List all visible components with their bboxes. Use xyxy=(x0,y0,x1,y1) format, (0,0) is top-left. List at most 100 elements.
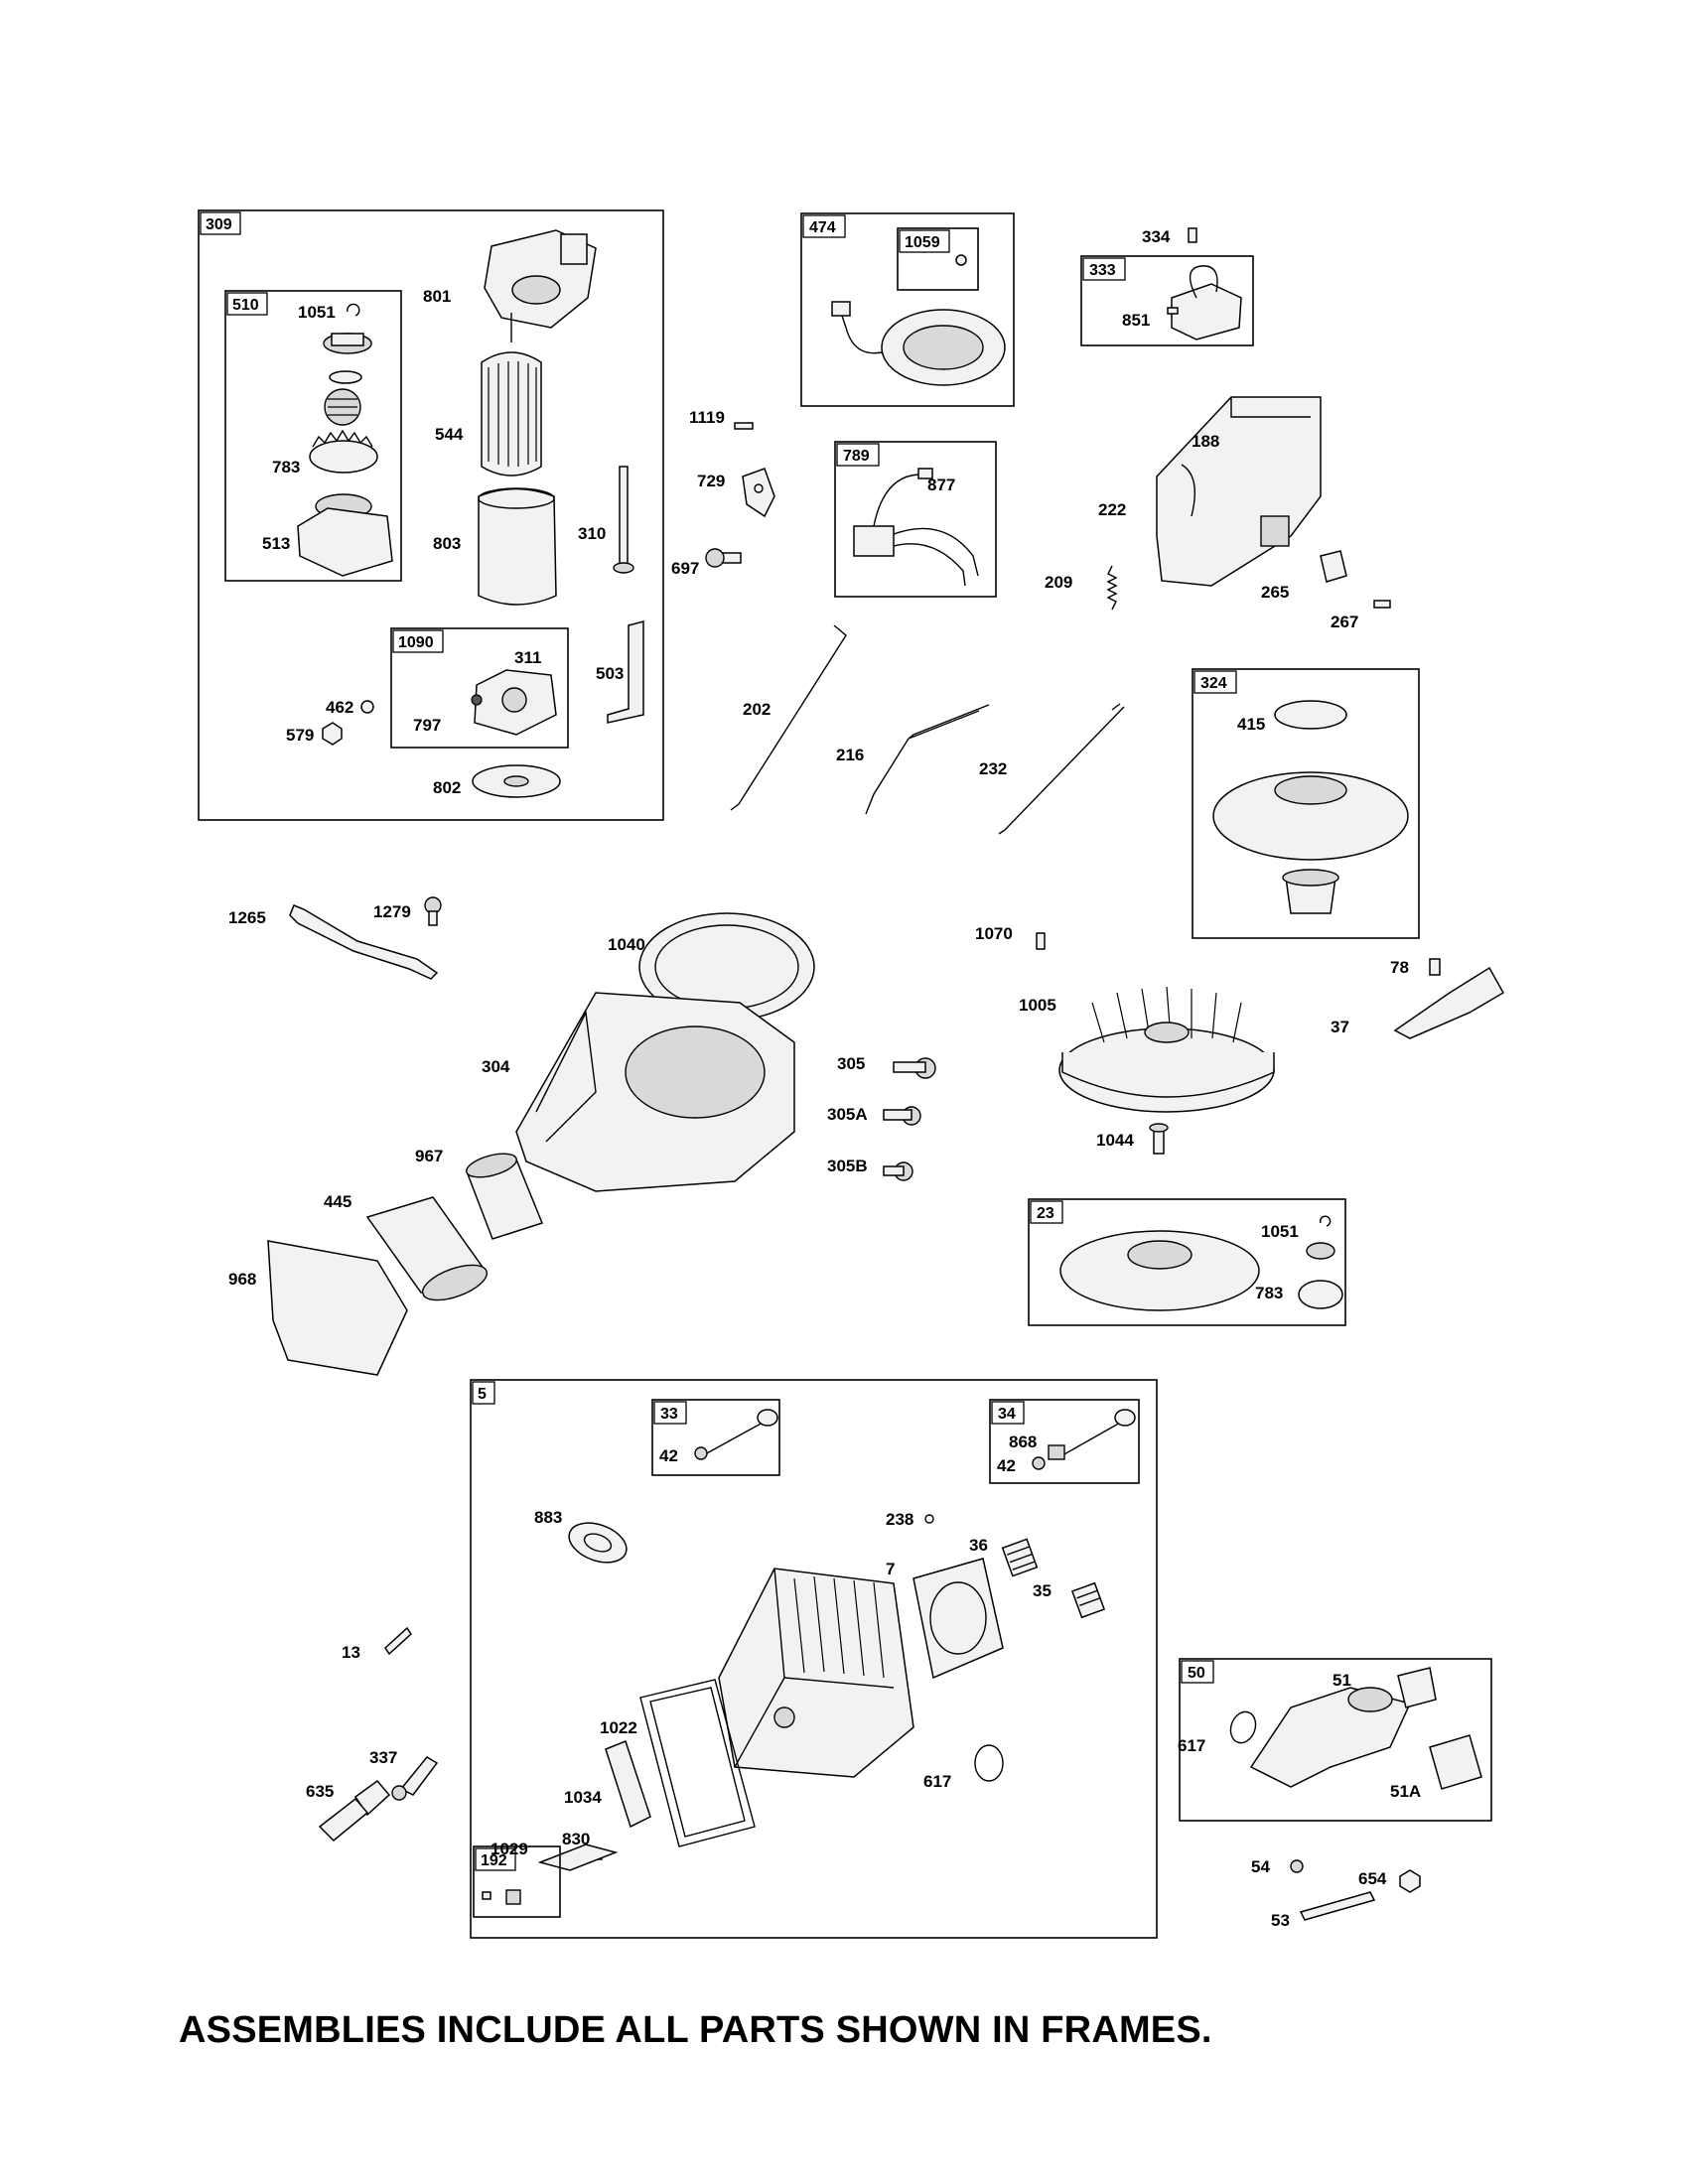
part-label-13: 13 xyxy=(342,1643,360,1662)
nut-579 xyxy=(322,722,343,746)
part-label-803: 803 xyxy=(433,534,461,553)
part-label-305B: 305B xyxy=(827,1157,868,1175)
governor-link-202 xyxy=(730,624,847,811)
part-label-334: 334 xyxy=(1142,227,1171,246)
frame-label-324: 324 xyxy=(1200,675,1227,692)
control-bracket xyxy=(1156,396,1322,587)
screw-1070 xyxy=(1036,932,1046,950)
screw-267 xyxy=(1373,600,1391,609)
breather-1034 xyxy=(605,1740,651,1829)
part-label-232: 232 xyxy=(979,759,1007,778)
part-label-1044: 1044 xyxy=(1096,1131,1134,1150)
bracket-729 xyxy=(742,468,775,518)
part-label-1279: 1279 xyxy=(373,902,411,921)
assemblies-note: ASSEMBLIES INCLUDE ALL PARTS SHOWN IN FR… xyxy=(179,2009,1212,2051)
part-label-188: 188 xyxy=(1192,432,1219,451)
frame-label-23: 23 xyxy=(1037,1205,1054,1222)
frame-label-1090: 1090 xyxy=(398,634,434,651)
cylinder-head xyxy=(718,1568,914,1778)
part-label-1070: 1070 xyxy=(975,924,1013,943)
part-label-967: 967 xyxy=(415,1147,443,1165)
part-label-337: 337 xyxy=(369,1748,397,1767)
frame-309: 309 xyxy=(198,209,664,821)
blower-housing-304 xyxy=(515,992,795,1192)
shield-37 xyxy=(1393,966,1505,1039)
bolt-1044 xyxy=(1149,1123,1169,1155)
part-label-830: 830 xyxy=(562,1830,590,1848)
frame-1090: 1090 xyxy=(390,627,569,749)
part-label-1029: 1029 xyxy=(491,1840,528,1858)
filter-housing-968 xyxy=(267,1240,408,1376)
frame-label-333: 333 xyxy=(1089,262,1116,279)
flywheel-1005 xyxy=(1058,986,1275,1113)
part-label-305A: 305A xyxy=(827,1105,868,1124)
screw-78 xyxy=(1429,958,1441,976)
armature-544 xyxy=(481,313,542,477)
part-label-1051: 1051 xyxy=(298,303,336,322)
pre-cleaner-967 xyxy=(465,1153,543,1240)
part-label-216: 216 xyxy=(836,746,864,764)
part-label-868: 868 xyxy=(1009,1433,1037,1451)
spring-209 xyxy=(1106,565,1118,611)
part-label-503: 503 xyxy=(596,664,624,683)
frame-33: 33 xyxy=(651,1399,780,1476)
starter-end-cap-801 xyxy=(484,229,597,329)
part-label-7: 7 xyxy=(886,1560,895,1578)
frame-333: 333 xyxy=(1080,255,1254,346)
frame-label-192: 192 xyxy=(481,1852,507,1869)
frame-34: 34 xyxy=(989,1399,1140,1484)
frame-23: 23 xyxy=(1028,1198,1346,1326)
part-label-617-manifold: 617 xyxy=(1178,1736,1205,1755)
bracket-1265 xyxy=(289,904,439,980)
part-label-42-intake: 42 xyxy=(659,1446,678,1465)
part-label-544: 544 xyxy=(435,425,464,444)
frame-label-33: 33 xyxy=(660,1406,678,1423)
frame-50: 50 xyxy=(1179,1658,1492,1822)
part-label-202: 202 xyxy=(743,700,771,719)
alternator-stator xyxy=(831,301,1006,386)
part-label-51: 51 xyxy=(1333,1671,1351,1690)
part-label-1022: 1022 xyxy=(600,1718,637,1737)
frame-324: 324 xyxy=(1192,668,1420,939)
part-label-42-exhaust: 42 xyxy=(997,1456,1016,1475)
part-label-802: 802 xyxy=(433,778,461,797)
frame-474: 474 1059 xyxy=(800,212,1015,407)
part-label-797: 797 xyxy=(413,716,441,735)
part-label-1005: 1005 xyxy=(1019,996,1056,1015)
screw-54 xyxy=(1290,1859,1304,1873)
end-cap-802 xyxy=(472,764,561,798)
part-label-1051-flywheel: 1051 xyxy=(1261,1222,1299,1241)
stud-53 xyxy=(1299,1891,1376,1921)
gasket-883 xyxy=(568,1522,628,1564)
screw-305 xyxy=(893,1057,936,1079)
part-label-267: 267 xyxy=(1331,613,1358,631)
part-334-screw xyxy=(1188,227,1197,243)
screw-305A xyxy=(883,1106,921,1126)
frame-510: 510 xyxy=(224,290,402,582)
pin-238 xyxy=(924,1514,934,1524)
part-label-78: 78 xyxy=(1390,958,1409,977)
air-filter-445 xyxy=(365,1196,489,1301)
bracket-503 xyxy=(607,620,644,724)
part-label-415: 415 xyxy=(1237,715,1265,734)
part-label-304: 304 xyxy=(482,1057,510,1076)
part-label-883: 883 xyxy=(534,1508,562,1527)
frame-label-510: 510 xyxy=(232,297,259,314)
frame-label-1059: 1059 xyxy=(905,234,940,251)
part-label-513: 513 xyxy=(262,534,290,553)
part-label-222: 222 xyxy=(1098,500,1126,519)
bolt-1279 xyxy=(424,896,442,926)
part-label-1265: 1265 xyxy=(228,908,266,927)
brush-holder-311 xyxy=(471,669,557,736)
part-label-445: 445 xyxy=(324,1192,351,1211)
part-label-36: 36 xyxy=(969,1536,988,1555)
frame-label-50: 50 xyxy=(1188,1665,1205,1682)
part-label-54: 54 xyxy=(1251,1857,1270,1876)
spark-plug-boot-635 xyxy=(318,1779,391,1843)
through-bolt-310 xyxy=(613,466,634,574)
frame-label-474: 474 xyxy=(809,219,836,236)
part-label-579: 579 xyxy=(286,726,314,745)
part-label-311: 311 xyxy=(514,648,541,667)
frame-label-5: 5 xyxy=(478,1386,487,1403)
part-label-783: 783 xyxy=(272,458,300,477)
